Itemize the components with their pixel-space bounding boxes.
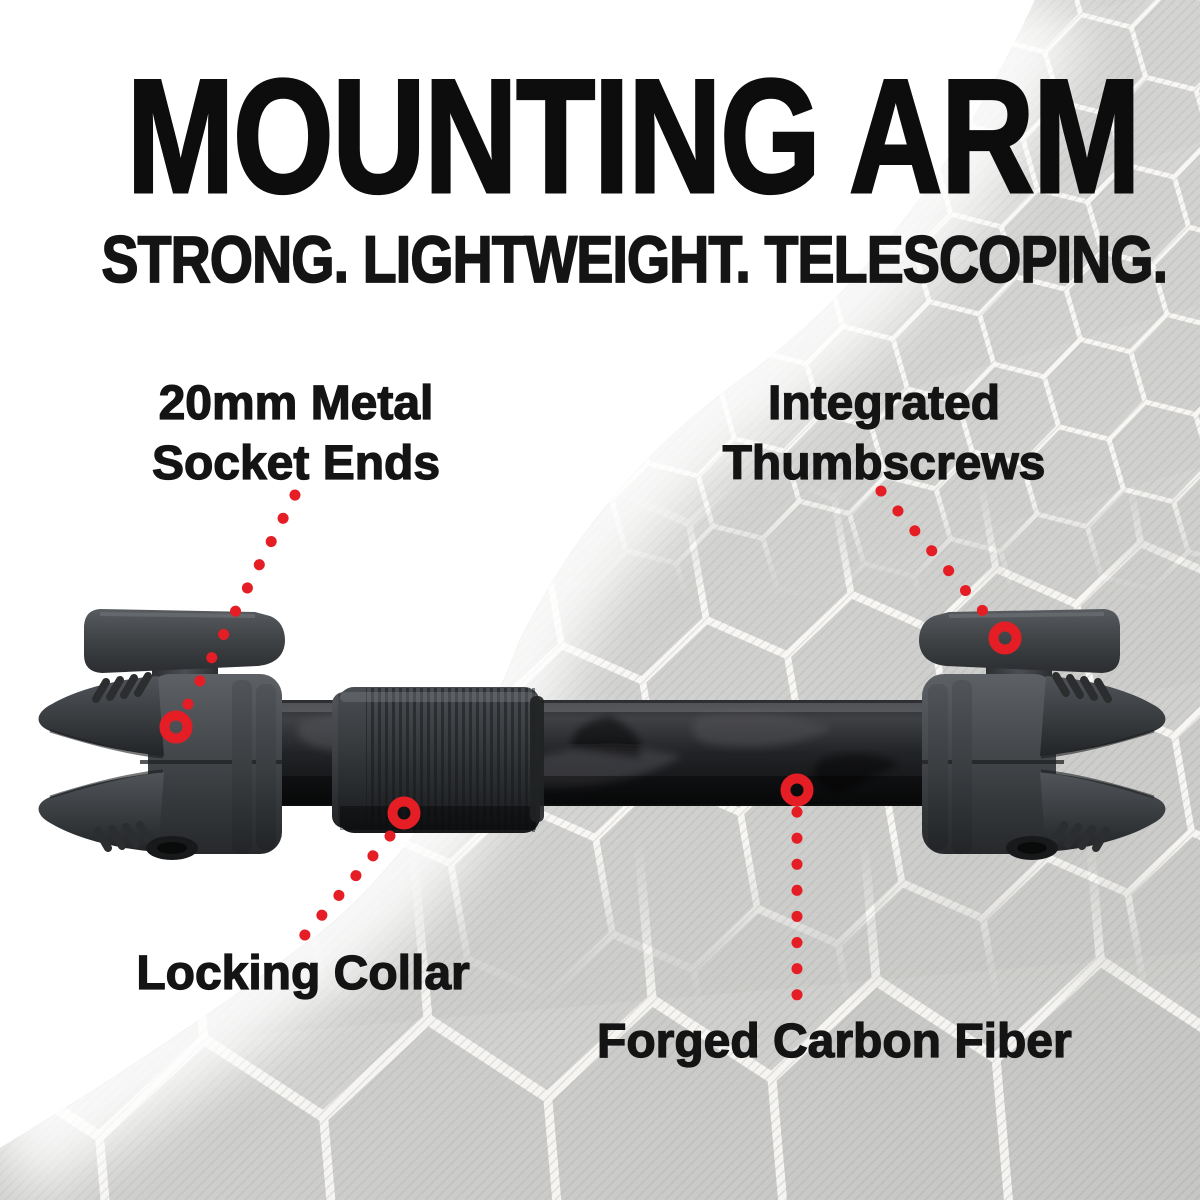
target-ring-icon-carbon-fiber [780,773,814,807]
header: MOUNTING ARM STRONG. LIGHTWEIGHT. TELESC… [0,46,1200,296]
callout-label-locking-collar: Locking Collar [136,946,471,1000]
target-ring-icon-thumbscrews [988,621,1022,655]
red-dotted-leader-lines [180,485,994,1012]
callout-label-socket-ends: 20mm Metal Socket Ends [96,374,496,494]
page-title: MOUNTING ARM [125,46,1142,227]
right-socket-end [919,609,1166,860]
target-ring-icons [159,621,1022,830]
callout-socket-ends-line2: Socket Ends [151,436,441,490]
callout-label-thumbscrews: Integrated Thumbscrews [684,374,1084,494]
callout-thumbscrews-line1: Integrated [767,376,1001,430]
target-ring-icon-locking-collar [387,796,421,830]
leader-socket-ends [180,489,301,714]
leader-thumbscrews [875,485,994,623]
callout-label-carbon-fiber: Forged Carbon Fiber [596,1014,1072,1068]
target-ring-icon-socket-ends [159,710,193,744]
leader-locking-collar [298,830,396,942]
callout-thumbscrews-line2: Thumbscrews [722,436,1046,490]
callout-socket-ends-line1: 20mm Metal [158,376,434,430]
page-subtitle: STRONG. LIGHTWEIGHT. TELESCOPING. [101,222,1169,296]
left-socket-end [38,609,285,860]
locking-collar [332,687,544,833]
